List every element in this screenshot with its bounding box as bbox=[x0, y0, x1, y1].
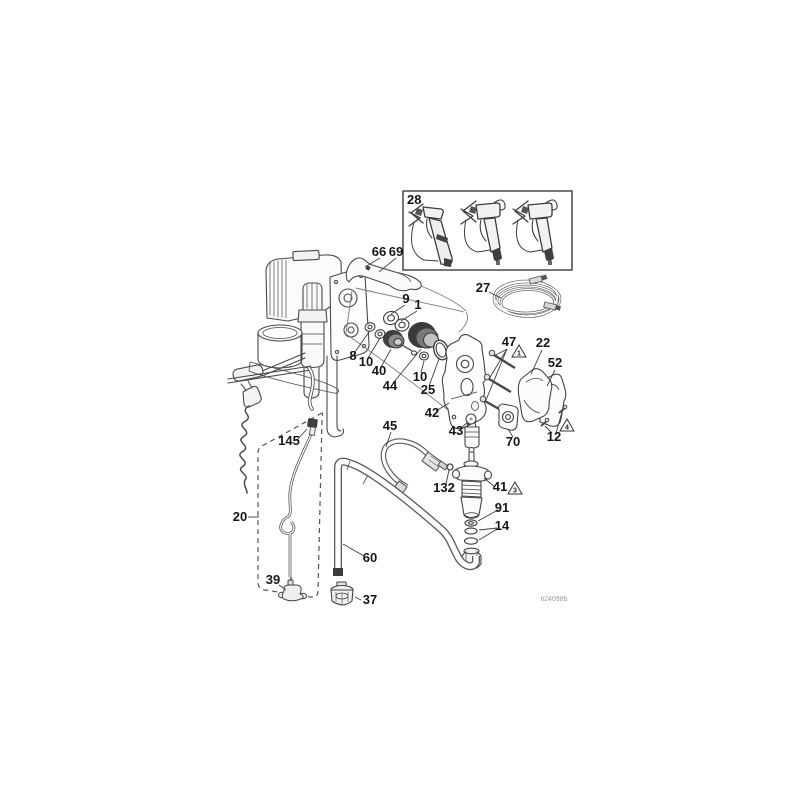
cover-22 bbox=[517, 368, 553, 423]
callout-10a: 10 bbox=[359, 354, 373, 369]
washer-1 bbox=[394, 318, 410, 332]
callout-28: 28 bbox=[407, 192, 421, 207]
callout-10b: 10 bbox=[413, 369, 427, 384]
callout-40: 40 bbox=[372, 363, 386, 378]
callout-42: 42 bbox=[425, 405, 439, 420]
callout-41: 41 bbox=[493, 479, 507, 494]
alignment-plane-lines bbox=[345, 285, 469, 418]
fitting-145 bbox=[307, 418, 318, 436]
callout-70: 70 bbox=[506, 434, 520, 449]
spray-gun-1 bbox=[408, 203, 453, 267]
spray-gun-2 bbox=[460, 199, 506, 265]
hose-27-coil bbox=[492, 274, 562, 318]
pump-41 bbox=[451, 446, 493, 519]
callout-145: 145 bbox=[278, 433, 300, 448]
handle-pin-66 bbox=[365, 265, 371, 271]
washer-91 bbox=[464, 519, 478, 527]
callout-66: 66 bbox=[372, 244, 386, 259]
callout-52: 52 bbox=[548, 355, 562, 370]
drive-train-parts bbox=[364, 310, 453, 361]
callout-22: 22 bbox=[536, 335, 550, 350]
leader-lines bbox=[248, 257, 563, 601]
suction-tube-60 bbox=[333, 457, 480, 576]
warning-triangles: 1 4 3 bbox=[507, 344, 575, 495]
kit-box-20 bbox=[257, 412, 324, 602]
warning-triangle-2: 4 bbox=[559, 418, 575, 432]
strainer-37 bbox=[330, 581, 354, 606]
pinion-gear-40 bbox=[382, 329, 418, 356]
callout-39: 39 bbox=[266, 572, 280, 587]
callout-132: 132 bbox=[433, 480, 455, 495]
figure-id-watermark: ti24098b bbox=[541, 596, 568, 603]
valve-39 bbox=[278, 577, 307, 602]
screws-12 bbox=[540, 404, 568, 427]
callout-27: 27 bbox=[476, 280, 490, 295]
callout-9: 9 bbox=[402, 291, 409, 306]
washer-10b bbox=[418, 351, 430, 361]
oring-132 bbox=[446, 463, 454, 471]
callout-45: 45 bbox=[383, 418, 397, 433]
washer-9 bbox=[383, 310, 399, 326]
bearing-housing-42 bbox=[441, 334, 487, 430]
callout-20: 20 bbox=[233, 509, 247, 524]
callout-12: 12 bbox=[547, 429, 561, 444]
callout-labels: 28 66 69 27 9 1 8 10 40 44 10 25 47 22 5… bbox=[233, 192, 562, 607]
callout-69: 69 bbox=[389, 244, 403, 259]
callout-43: 43 bbox=[449, 423, 463, 438]
warning-glyph: 3 bbox=[513, 488, 517, 495]
callout-60: 60 bbox=[363, 550, 377, 565]
handle-part bbox=[345, 257, 422, 292]
gun-kit-inset-box bbox=[402, 190, 573, 271]
warning-glyph: 1 bbox=[517, 351, 521, 358]
callout-8: 8 bbox=[349, 348, 356, 363]
callout-47: 47 bbox=[502, 334, 516, 349]
callout-44: 44 bbox=[383, 378, 398, 393]
callout-25: 25 bbox=[421, 382, 435, 397]
warning-triangle-1: 1 bbox=[511, 344, 527, 358]
mount-70 bbox=[497, 403, 519, 431]
callout-14: 14 bbox=[495, 518, 510, 533]
warning-triangle-3: 3 bbox=[507, 481, 523, 495]
washer-8 bbox=[364, 322, 376, 332]
washer-10a bbox=[374, 329, 386, 339]
callout-1: 1 bbox=[414, 297, 421, 312]
warning-glyph: 4 bbox=[565, 425, 569, 432]
rod-43 bbox=[464, 413, 480, 449]
orings-14 bbox=[463, 527, 479, 545]
sprayer-body-drawing bbox=[227, 249, 370, 494]
callout-37: 37 bbox=[363, 592, 377, 607]
callout-91: 91 bbox=[495, 500, 509, 515]
drain-tube bbox=[279, 431, 314, 577]
